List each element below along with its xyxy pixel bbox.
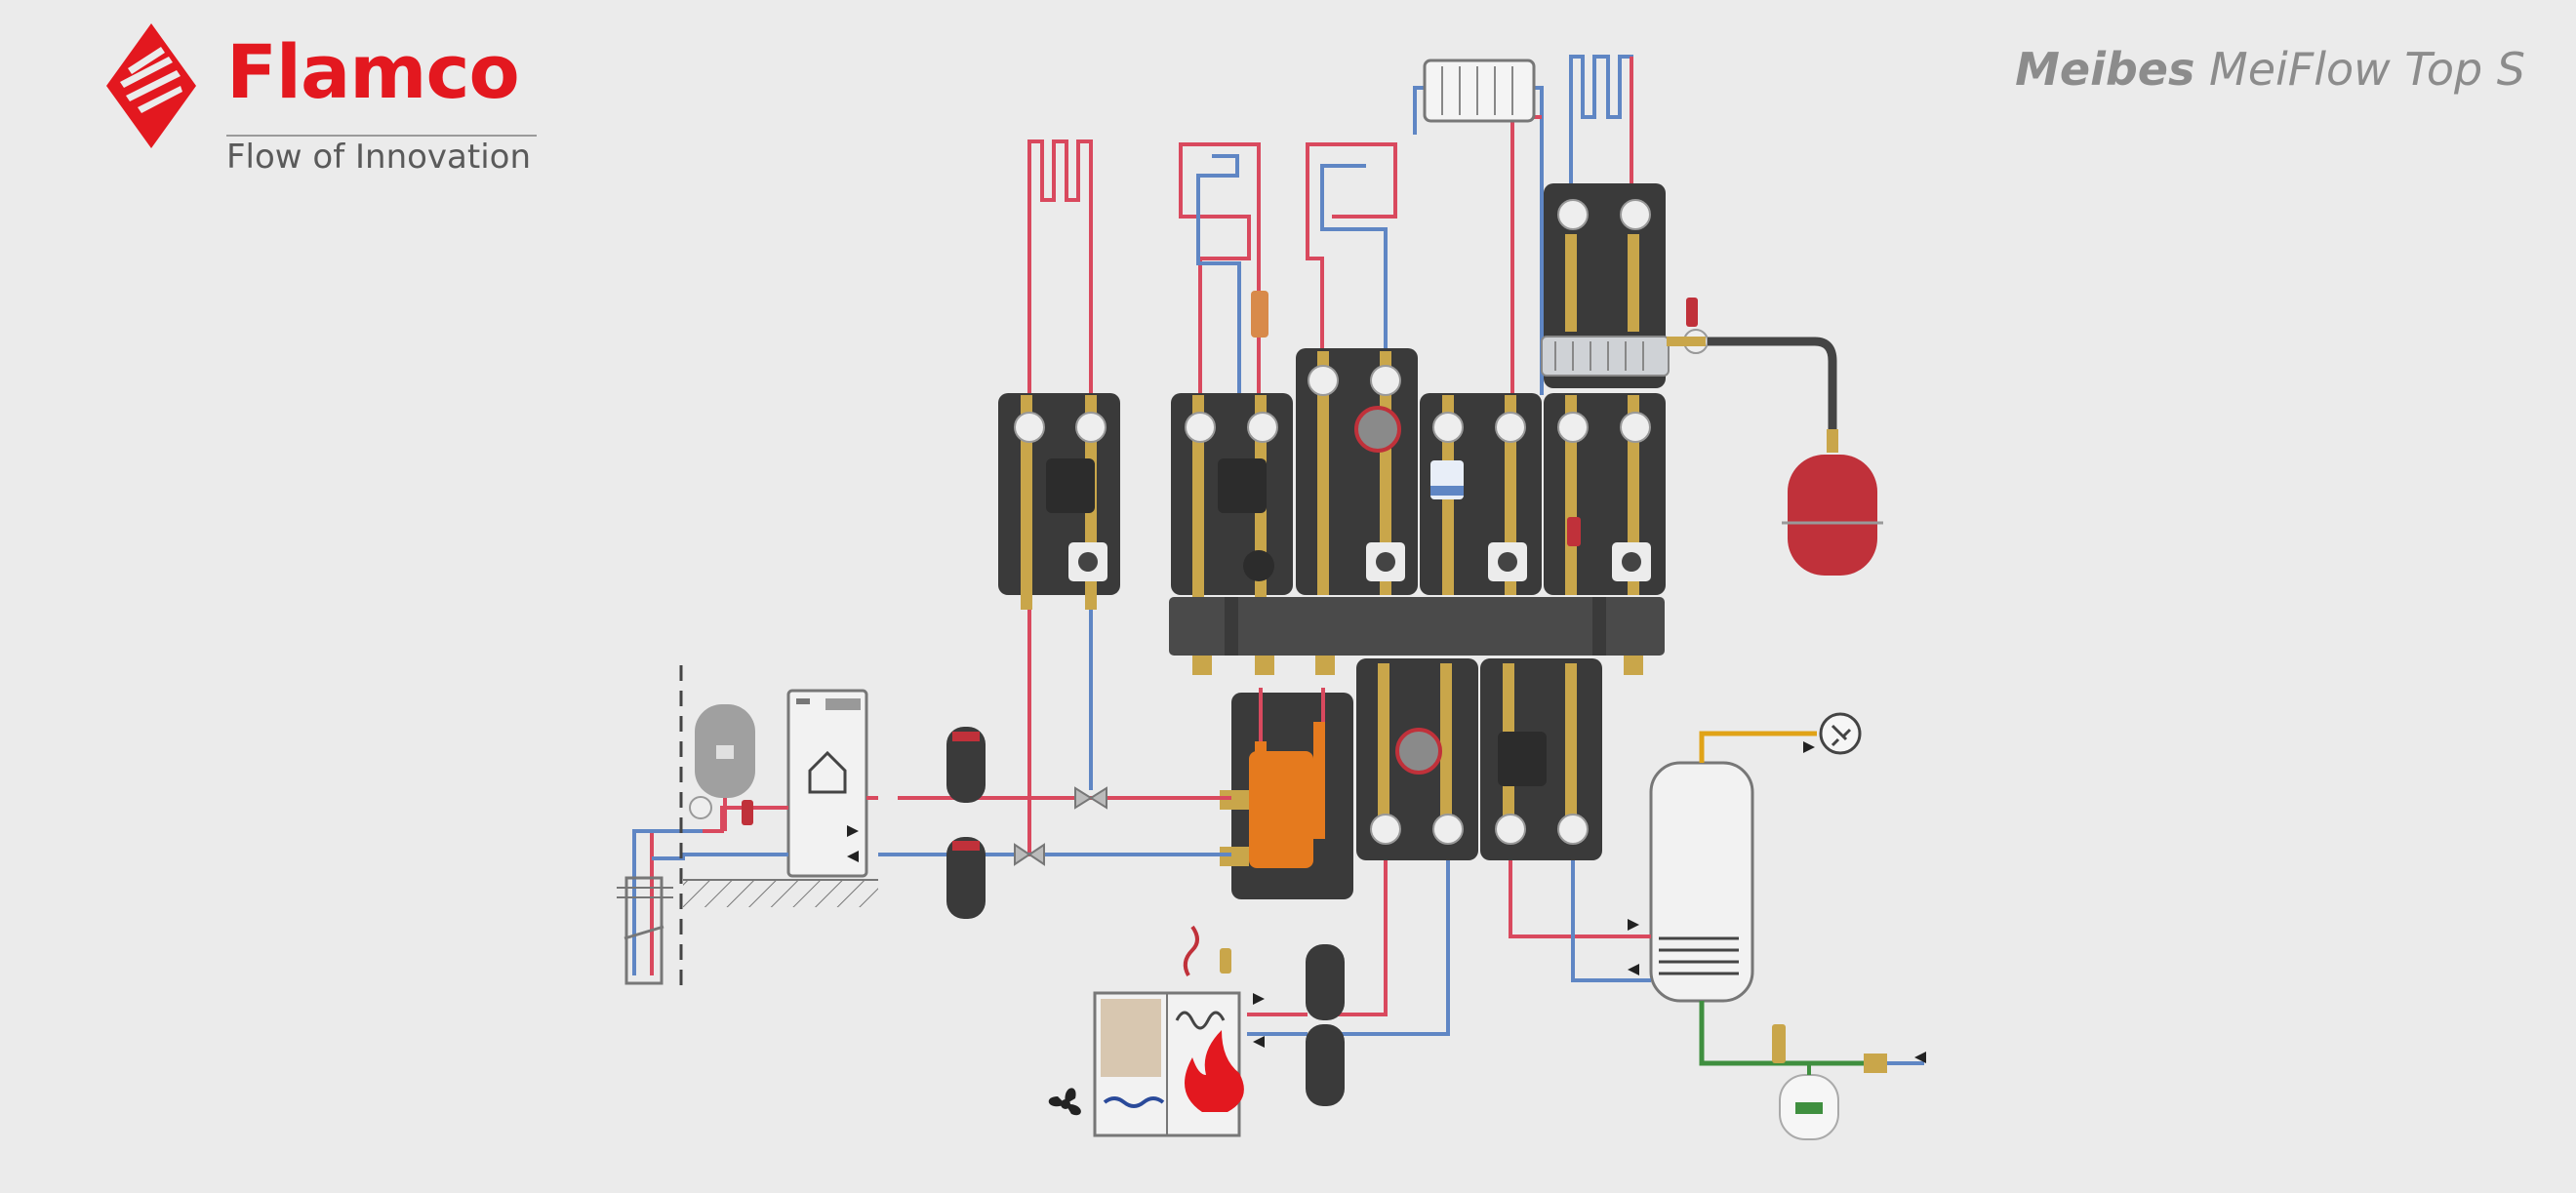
radiator: [1423, 59, 1536, 123]
expansion-vessel-brine: [689, 704, 755, 831]
expansion-vessel-heating: [1667, 298, 1883, 576]
product-model: MeiFlow Top S: [2209, 43, 2525, 96]
three-way-valve-flow: [1074, 786, 1107, 810]
brand-name: Flamco: [226, 28, 520, 115]
brand-tagline: Flow of Innovation: [226, 138, 532, 177]
pipe-insulation-fittings: [946, 727, 1345, 1106]
flame-icon: [1185, 1030, 1244, 1112]
fan-icon: [1048, 1088, 1081, 1116]
brand-logo-icon: [106, 23, 196, 148]
pump-module-2: [1171, 393, 1293, 600]
shower-icon: [1819, 712, 1862, 755]
hot-water-tank: [1628, 731, 1873, 1066]
hydraulic-separator: [1220, 688, 1353, 899]
product-brand: Meibes: [2015, 43, 2195, 96]
pump-module-6: [1356, 658, 1478, 860]
three-way-valve-return: [1014, 843, 1045, 866]
flow-arrows: [847, 741, 1926, 1063]
expansion-vessel-dhw: [1772, 1024, 1924, 1140]
pump-module-5: [1544, 393, 1666, 595]
pump-module-3: [1296, 348, 1418, 595]
distribution-manifold: [1169, 597, 1665, 656]
pump-module-7: [1480, 658, 1602, 860]
mixing-valve: [1251, 291, 1268, 338]
pump-module-4: [1420, 393, 1542, 595]
heat-pump: [786, 689, 868, 878]
brand-divider: [226, 135, 537, 137]
ground-hatch: [683, 880, 878, 907]
pump-module-1: [998, 393, 1120, 610]
product-title: Meibes MeiFlow Top S: [2015, 47, 2525, 92]
heat-exchanger-module: [1541, 183, 1670, 388]
